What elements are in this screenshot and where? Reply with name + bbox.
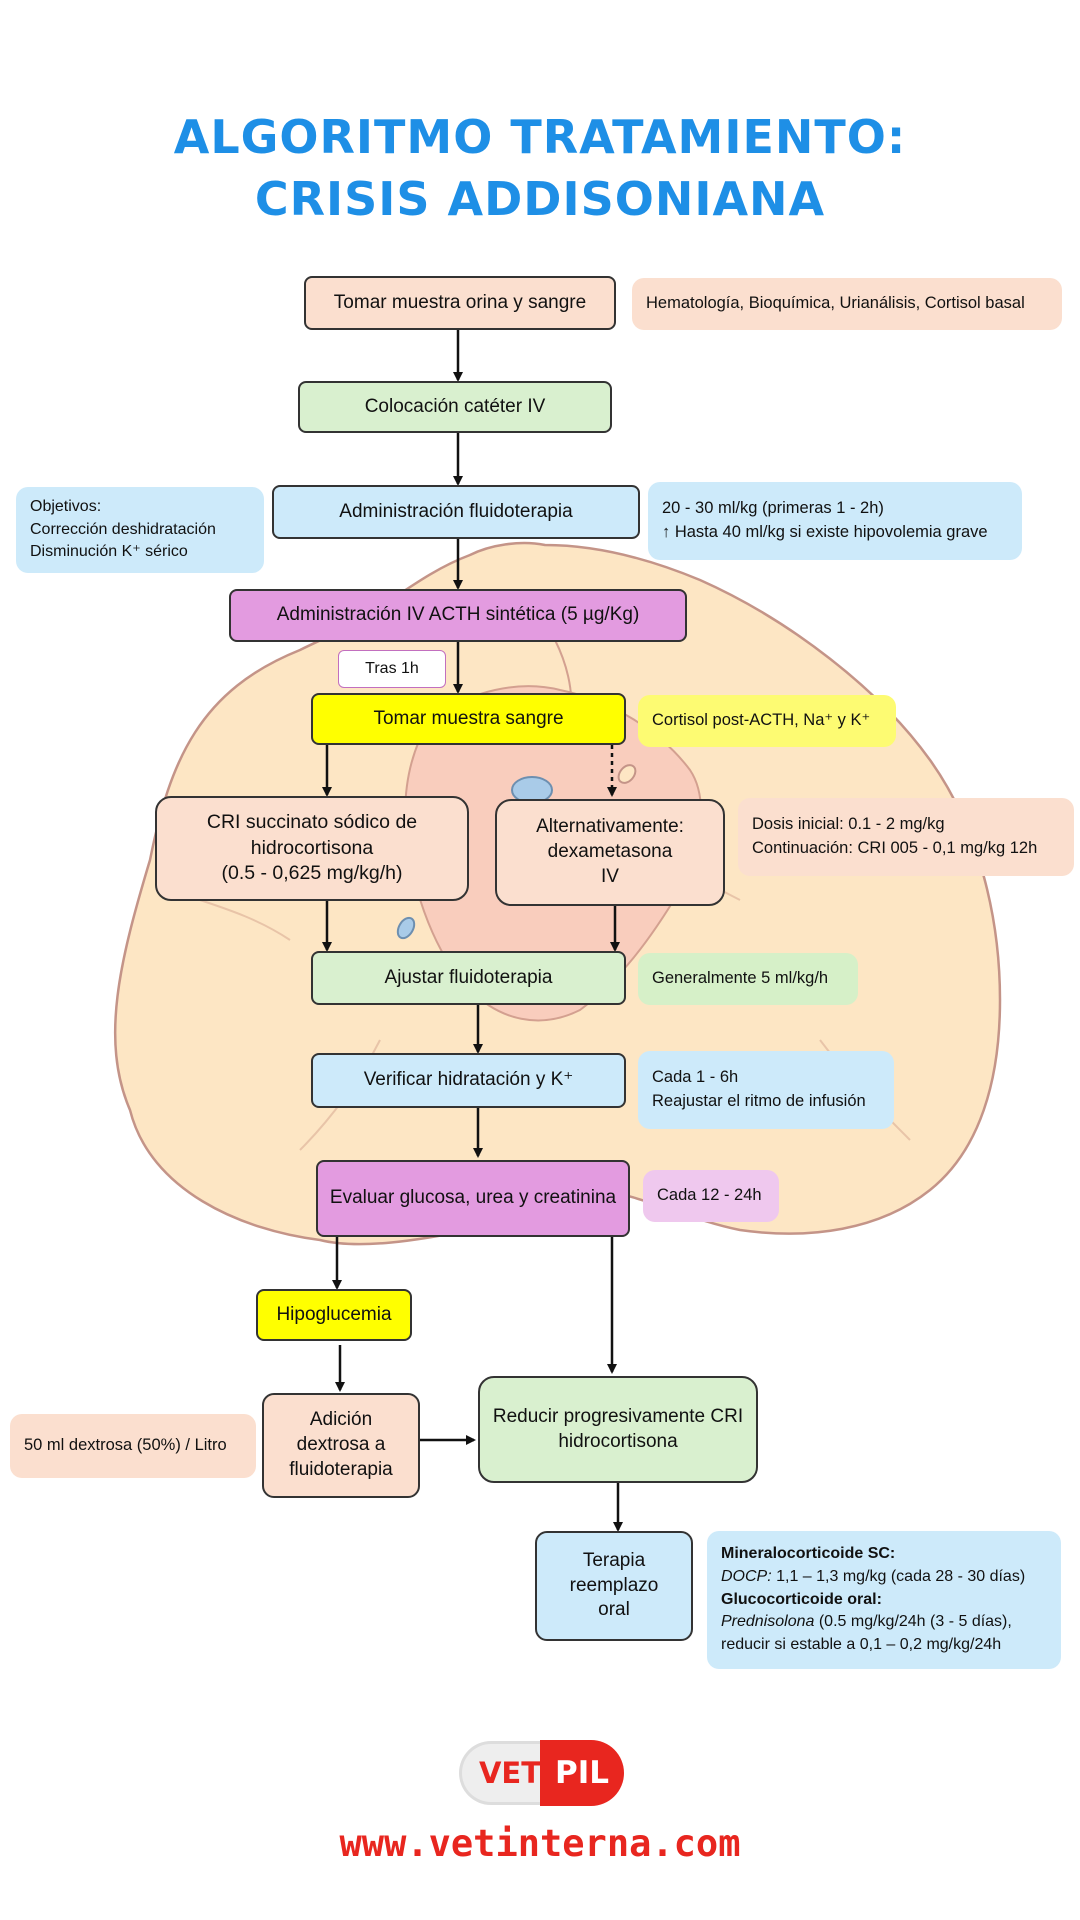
note-generalmente: Generalmente 5 ml/kg/h bbox=[638, 953, 858, 1005]
prednisolona-line-2: reducir si estable a 0,1 – 0,2 mg/kg/24h bbox=[721, 1636, 1002, 1654]
cada-12-24h: Cada 12 - 24h bbox=[657, 1186, 762, 1205]
alt-line-1: Alternativamente: bbox=[536, 816, 684, 838]
docp-line: DOCP: 1,1 – 1,3 mg/kg (cada 28 - 30 días… bbox=[721, 1567, 1026, 1585]
cri-line-1: CRI succinato sódico de bbox=[206, 811, 418, 834]
objetivos-title: Objetivos: bbox=[30, 498, 102, 516]
objetivos-item-1: Corrección deshidratación bbox=[30, 520, 216, 538]
note-analisis-basales: Hematología, Bioquímica, Urianálisis, Co… bbox=[632, 278, 1062, 330]
vetpil-logo: VET PIL bbox=[462, 1740, 624, 1806]
note-cortisol-post-acth: Cortisol post-ACTH, Na⁺ y K⁺ bbox=[638, 695, 896, 747]
note-terapia-reemplazo: Mineralocorticoide SC: DOCP: 1,1 – 1,3 m… bbox=[707, 1531, 1061, 1669]
adicion-line-3: fluidoterapia bbox=[289, 1458, 393, 1480]
terapia-line-3: oral bbox=[598, 1599, 630, 1621]
step-tomar-muestra-orina-sangre: Tomar muestra orina y sangre bbox=[304, 276, 616, 330]
fluido-dosis-1: 20 - 30 ml/kg (primeras 1 - 2h) bbox=[662, 499, 884, 518]
reducir-line-1: Reducir progresivamente CRI bbox=[492, 1405, 744, 1427]
note-cada-12-24h: Cada 12 - 24h bbox=[643, 1170, 779, 1222]
step-colocacion-cateter: Colocación catéter IV bbox=[298, 381, 612, 433]
step-evaluar-glucosa: Evaluar glucosa, urea y creatinina bbox=[316, 1160, 630, 1237]
step-verificar-hidratacion: Verificar hidratación y K⁺ bbox=[311, 1053, 626, 1108]
step-cri-hidrocortisona: CRI succinato sódico de hidrocortisona (… bbox=[155, 796, 469, 901]
glucocorticoide-title: Glucocorticoide oral: bbox=[721, 1590, 882, 1608]
note-dextrosa: 50 ml dextrosa (50%) / Litro bbox=[10, 1414, 256, 1478]
fluido-dosis-2: ↑ Hasta 40 ml/kg si existe hipovolemia g… bbox=[662, 523, 988, 541]
note-cada-1-6h: Cada 1 - 6h Reajustar el ritmo de infusi… bbox=[638, 1051, 894, 1129]
prednisolona-line: Prednisolona (0.5 mg/kg/24h (3 - 5 días)… bbox=[721, 1613, 1012, 1631]
note-objetivos: Objetivos: Corrección deshidratación Dis… bbox=[16, 487, 264, 573]
dosis-inicial: Dosis inicial: 0.1 - 2 mg/kg bbox=[752, 815, 945, 834]
alt-line-2: dexametasona bbox=[547, 841, 673, 863]
cada-1-6h: Cada 1 - 6h bbox=[652, 1068, 739, 1087]
step-terapia-reemplazo-oral: Terapia reemplazo oral bbox=[535, 1531, 693, 1641]
step-administracion-fluidoterapia: Administración fluidoterapia bbox=[272, 485, 640, 539]
cri-line-2: hidrocortisona bbox=[250, 836, 374, 859]
step-reducir-cri: Reducir progresivamente CRI hidrocortiso… bbox=[478, 1376, 758, 1483]
terapia-line-2: reemplazo bbox=[569, 1574, 659, 1596]
step-adicion-dextrosa: Adición dextrosa a fluidoterapia bbox=[262, 1393, 420, 1498]
step-hipoglucemia: Hipoglucemia bbox=[256, 1289, 412, 1341]
logo-vet-text: VET bbox=[462, 1744, 552, 1802]
adicion-line-2: dextrosa a bbox=[296, 1434, 386, 1456]
dextrosa-text: 50 ml dextrosa (50%) / Litro bbox=[24, 1436, 227, 1455]
terapia-line-1: Terapia bbox=[582, 1549, 646, 1571]
reducir-line-2: hidrocortisona bbox=[558, 1430, 678, 1452]
objetivos-item-2: Disminución K⁺ sérico bbox=[30, 543, 188, 561]
dosis-continuacion: Continuación: CRI 005 - 0,1 mg/kg 12h bbox=[752, 839, 1038, 857]
note-analisis-text: Hematología, Bioquímica, Urianálisis, Co… bbox=[646, 294, 1025, 313]
reajustar-ritmo: Reajustar el ritmo de infusión bbox=[652, 1092, 866, 1110]
cortisol-post-text: Cortisol post-ACTH, Na⁺ y K⁺ bbox=[652, 711, 871, 730]
cri-line-3: (0.5 - 0,625 mg/kg/h) bbox=[221, 862, 403, 885]
step-ajustar-fluidoterapia: Ajustar fluidoterapia bbox=[311, 951, 626, 1005]
tag-tras-1h: Tras 1h bbox=[338, 650, 446, 688]
alt-line-3: IV bbox=[601, 865, 619, 887]
title-line-1: ALGORITMO TRATAMIENTO: bbox=[173, 110, 907, 164]
title-line-2: CRISIS ADDISONIANA bbox=[254, 172, 826, 226]
adicion-line-1: Adición bbox=[309, 1409, 373, 1431]
logo-pil-text: PIL bbox=[540, 1740, 624, 1806]
mineralocorticoide-title: Mineralocorticoide SC: bbox=[721, 1545, 896, 1563]
note-dosis-fluidoterapia: 20 - 30 ml/kg (primeras 1 - 2h) ↑ Hasta … bbox=[648, 482, 1022, 560]
note-dosis-dexametasona: Dosis inicial: 0.1 - 2 mg/kg Continuació… bbox=[738, 798, 1074, 876]
generalmente-text: Generalmente 5 ml/kg/h bbox=[652, 969, 829, 988]
step-alternativa-dexametasona: Alternativamente: dexametasona IV bbox=[495, 799, 725, 906]
step-tomar-muestra-sangre: Tomar muestra sangre bbox=[311, 693, 626, 745]
footer-url[interactable]: www.vetinterna.com bbox=[339, 1822, 741, 1865]
flow-arrows bbox=[322, 330, 623, 1532]
step-administracion-acth: Administración IV ACTH sintética (5 µg/K… bbox=[229, 589, 687, 642]
